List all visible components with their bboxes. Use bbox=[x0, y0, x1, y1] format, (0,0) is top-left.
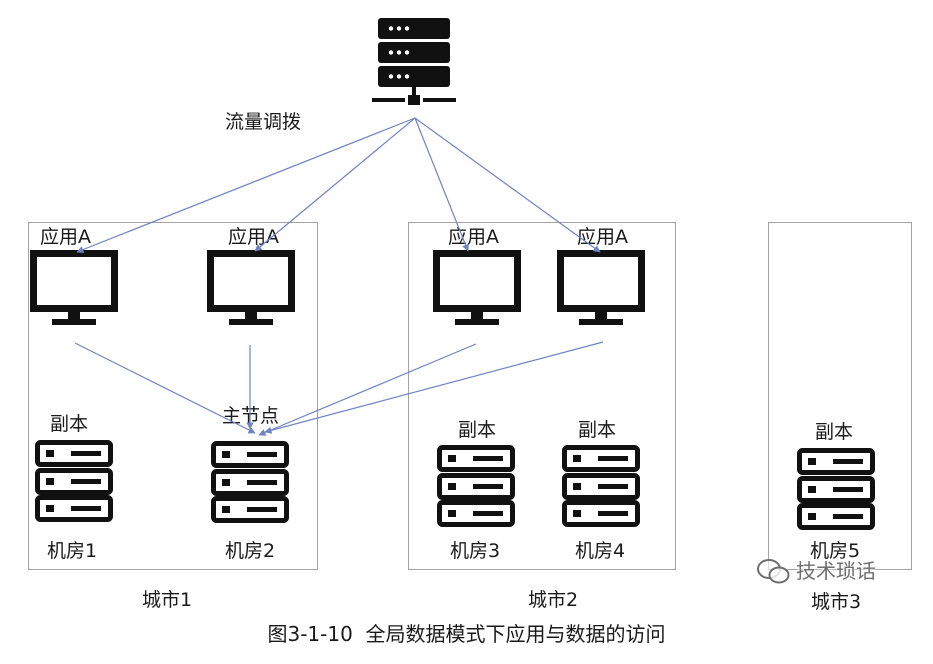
traffic-label: 流量调拨 bbox=[225, 111, 302, 133]
room-role-label: 副本 bbox=[50, 413, 89, 435]
monitor-icon-graphic bbox=[207, 250, 295, 325]
room-name-label: 机房3 bbox=[450, 540, 501, 562]
monitor-icon bbox=[30, 250, 118, 326]
city-label: 城市3 bbox=[811, 591, 862, 613]
wechat-icon-graphic bbox=[757, 559, 790, 584]
monitor-icon bbox=[433, 250, 521, 326]
app-label: 应用A bbox=[448, 226, 499, 248]
app-label: 应用A bbox=[577, 226, 628, 248]
server-rack-icon bbox=[371, 16, 457, 108]
figure-caption: 图3-1-10 全局数据模式下应用与数据的访问 bbox=[267, 622, 666, 646]
wechat-icon bbox=[756, 558, 792, 586]
city-label: 城市2 bbox=[528, 589, 579, 611]
database-server-icon bbox=[562, 445, 640, 527]
server-rack-icon-graphic bbox=[372, 18, 456, 105]
room-role-label: 副本 bbox=[815, 421, 854, 443]
database-server-icon bbox=[437, 445, 515, 527]
database-server-icon-graphic bbox=[211, 441, 289, 523]
database-server-icon-graphic bbox=[797, 448, 875, 530]
database-server-icon-graphic bbox=[562, 445, 640, 527]
monitor-icon bbox=[207, 250, 295, 326]
room-role-label: 主节点 bbox=[222, 405, 280, 427]
watermark-text: 技术琐话 bbox=[796, 559, 876, 583]
room-role-label: 副本 bbox=[458, 419, 497, 441]
app-label: 应用A bbox=[40, 226, 91, 248]
database-server-icon-graphic bbox=[35, 440, 113, 522]
app-label: 应用A bbox=[228, 226, 279, 248]
database-server-icon bbox=[211, 441, 289, 523]
monitor-icon-graphic bbox=[557, 250, 645, 325]
database-server-icon-graphic bbox=[437, 445, 515, 527]
city-box-3 bbox=[768, 222, 912, 570]
room-name-label: 机房4 bbox=[575, 540, 626, 562]
database-server-icon bbox=[35, 440, 113, 522]
room-name-label: 机房1 bbox=[47, 540, 98, 562]
monitor-icon-graphic bbox=[433, 250, 521, 325]
monitor-icon bbox=[557, 250, 645, 326]
room-name-label: 机房5 bbox=[810, 540, 861, 562]
room-role-label: 副本 bbox=[578, 419, 617, 441]
database-server-icon bbox=[797, 448, 875, 530]
monitor-icon-graphic bbox=[30, 250, 118, 325]
city-label: 城市1 bbox=[142, 589, 193, 611]
room-name-label: 机房2 bbox=[225, 540, 276, 562]
